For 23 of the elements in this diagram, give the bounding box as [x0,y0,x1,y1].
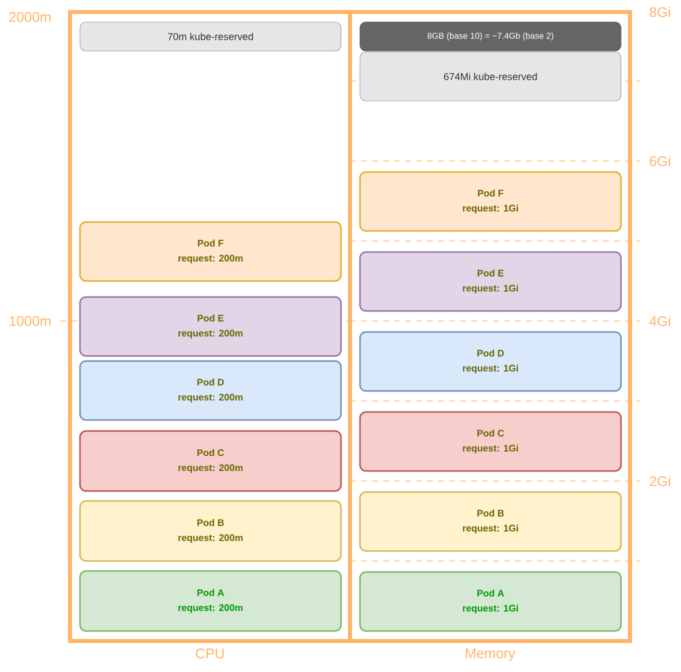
pod-box: Pod C request: 200m [79,430,342,492]
pod-box: Pod A request: 200m [79,570,342,632]
pod-box: Pod D request: 1Gi [359,331,622,392]
axis-label: 2000m [9,12,50,22]
pod-box: Pod F request: 200m [79,221,342,282]
pod-box: Pod D request: 200m [79,360,342,421]
pod-box: Pod B request: 200m [79,500,342,562]
reserved-box: 70m kube-reserved [80,22,342,52]
node-label: Memory [466,648,516,662]
node-label: CPU [196,648,224,658]
axis-label: 6Gi [650,156,670,166]
axis-label: 8Gi [650,6,670,18]
pod-box: Pod C request: 1Gi [359,411,622,472]
reserved-box: 674Mi kube-reserved [360,52,622,102]
axis-label: 2Gi [650,476,670,486]
pod-box: Pod F request: 1Gi [359,171,622,232]
pod-box: Pod B request: 1Gi [359,491,622,552]
capacity-box: 8GB (base 10) = ~7.4Gb (base 2) [360,22,622,52]
pod-box: Pod E request: 1Gi [359,251,622,312]
pod-box: Pod A request: 1Gi [359,571,622,632]
pod-box: Pod E request: 200m [79,296,342,357]
axis-label: 4Gi [649,316,670,326]
axis-label: 1000m [10,316,50,326]
